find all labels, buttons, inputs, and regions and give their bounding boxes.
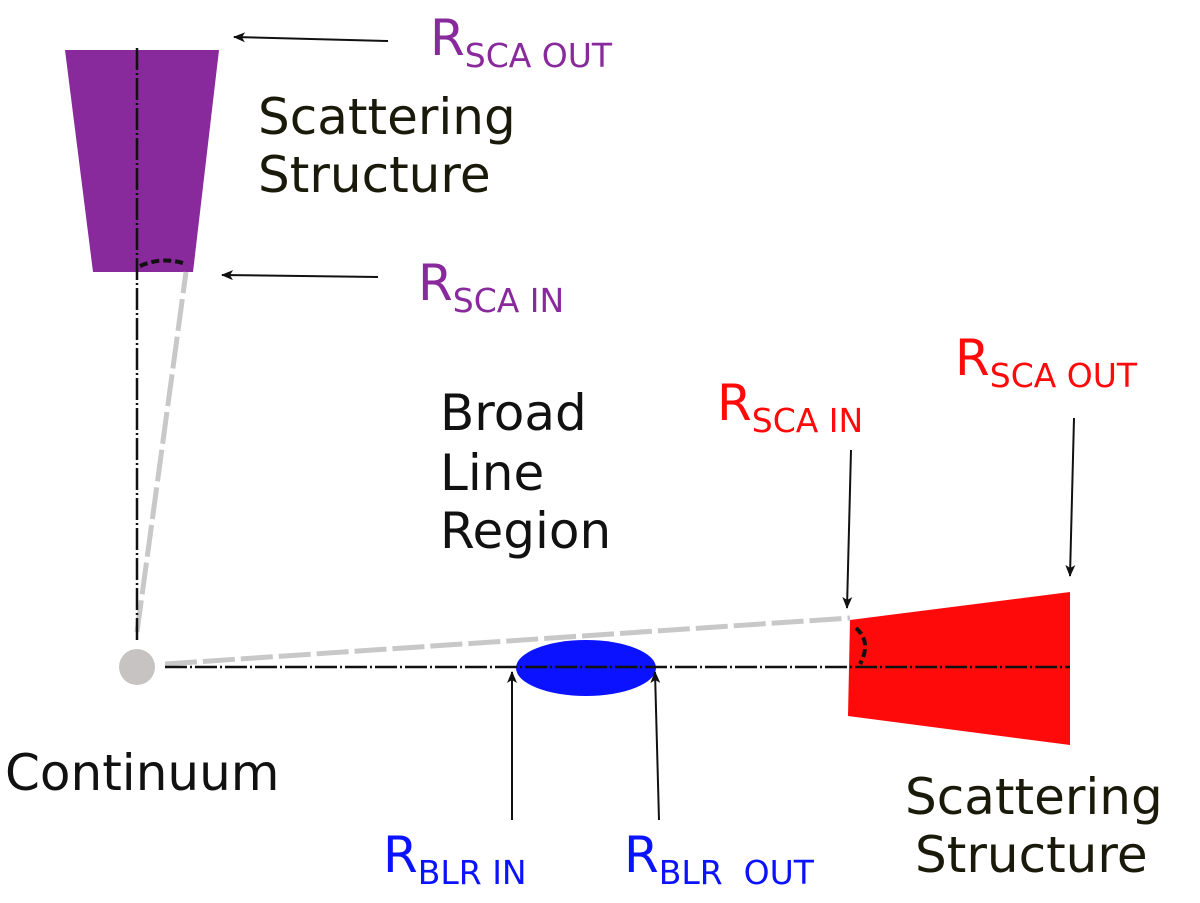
broad-line-region-line1: Broad — [440, 384, 587, 442]
scattering-structure-top-line1: Scattering — [258, 88, 516, 146]
scattering-structure-bottom-line1: Scattering — [905, 768, 1163, 826]
broad-line-region-line3: Region — [440, 502, 611, 560]
angle-arc-top — [139, 258, 187, 268]
cone-edge-vertical — [134, 271, 189, 633]
angle-arc-right — [854, 626, 868, 665]
label-sca-in-top: RSCA IN — [418, 254, 564, 320]
label-blr-in: RBLR IN — [383, 826, 527, 892]
broad-line-region-line2: Line — [440, 444, 544, 502]
label-blr-out: RBLR OUT — [624, 826, 815, 892]
label-sca-out-right: RSCA OUT — [955, 329, 1138, 395]
continuum-source — [119, 649, 155, 685]
scattering-structure-right — [848, 592, 1070, 745]
label-sca-in-right: RSCA IN — [717, 374, 863, 440]
arrow-sca-out-top — [233, 32, 389, 43]
arrow-sca-in-top — [221, 270, 379, 281]
scattering-structure-top-line2: Structure — [258, 146, 491, 204]
scattering-structure-bottom-line2: Structure — [915, 826, 1148, 884]
arrow-sca-out-right — [1065, 417, 1076, 577]
scattering-structure-top — [65, 50, 219, 272]
continuum-label: Continuum — [5, 744, 279, 802]
label-sca-out-top: RSCA OUT — [430, 9, 613, 75]
arrow-blr-out — [650, 671, 661, 821]
cone-edge-horizontal — [164, 615, 851, 667]
arrow-sca-in-right — [842, 449, 853, 609]
